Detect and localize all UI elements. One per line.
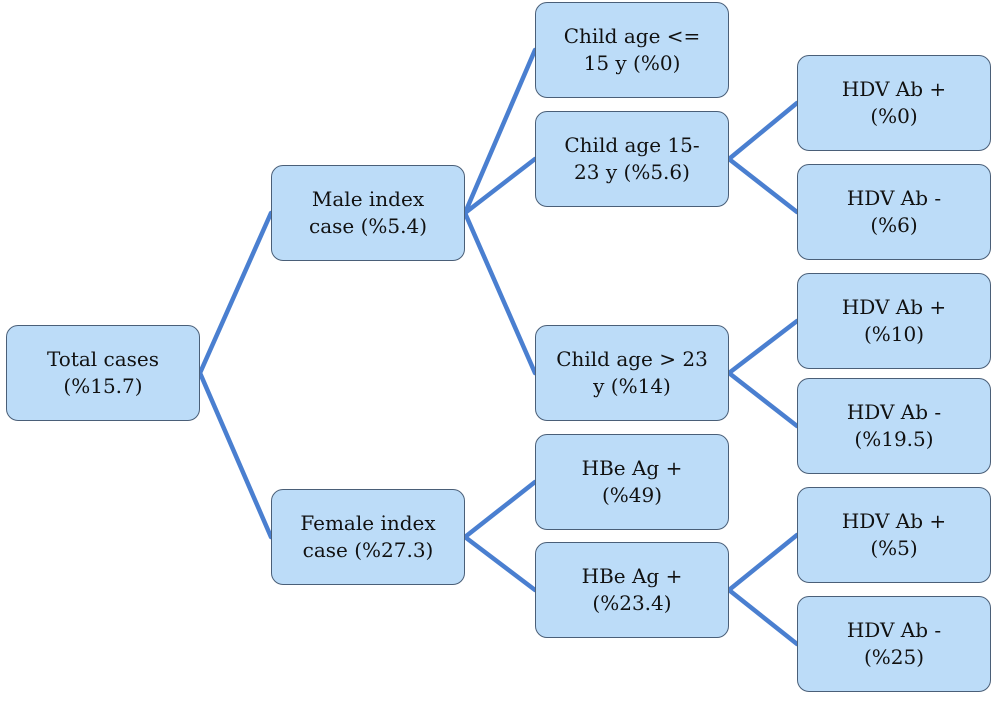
node-label-line2: (%6) <box>870 213 918 237</box>
node-label-line2: y (%14) <box>593 374 671 398</box>
node-label-line2: 23 y (%5.6) <box>574 160 690 184</box>
node-male-index-case: Male index case (%5.4) <box>271 165 465 261</box>
node-label-line1: HDV Ab + <box>841 509 947 533</box>
node-label-line1: HBe Ag + <box>581 564 683 588</box>
connector-male-to-child_15_23 <box>462 156 538 216</box>
connector-hbeag_2-to-hdv_6 <box>726 587 800 647</box>
node-label-line2: case (%27.3) <box>302 538 434 562</box>
node-label-line1: HDV Ab - <box>846 618 942 642</box>
node-child-age-le-15: Child age <= 15 y (%0) <box>535 2 729 98</box>
node-hdv-ab-positive-1: HDV Ab + (%0) <box>797 55 991 151</box>
node-label-line2: (%49) <box>601 483 663 507</box>
node-label-line1: HDV Ab - <box>846 400 942 424</box>
node-label-line2: (%10) <box>863 322 925 346</box>
connector-child_15_23-to-hdv_1 <box>726 100 800 162</box>
connector-child_gt23-to-hdv_3 <box>726 318 800 376</box>
node-hdv-ab-positive-2: HDV Ab + (%10) <box>797 273 991 369</box>
node-label-line1: Total cases <box>46 347 160 371</box>
node-hbe-ag-positive-2: HBe Ag + (%23.4) <box>535 542 729 638</box>
connector-female-to-hbeag_2 <box>462 534 538 593</box>
node-label-line1: HBe Ag + <box>581 456 683 480</box>
node-label-line2: case (%5.4) <box>309 214 427 238</box>
node-label-line2: (%23.4) <box>592 591 672 615</box>
node-label-line2: (%25) <box>863 645 925 669</box>
connector-child_15_23-to-hdv_2 <box>726 156 800 215</box>
connector-child_gt23-to-hdv_4 <box>726 370 800 429</box>
node-label-line2: (%0) <box>870 104 918 128</box>
node-female-index-case: Female index case (%27.3) <box>271 489 465 585</box>
node-label-line1: HDV Ab + <box>841 77 947 101</box>
node-total-cases: Total cases (%15.7) <box>6 325 200 421</box>
node-label-line1: Child age 15- <box>564 133 700 157</box>
node-child-age-gt-23: Child age > 23 y (%14) <box>535 325 729 421</box>
node-hdv-ab-negative-1: HDV Ab - (%6) <box>797 164 991 260</box>
connector-male-to-child_le15 <box>462 47 538 216</box>
connector-total-to-female <box>197 370 274 540</box>
node-label-line1: Child age > 23 <box>556 347 708 371</box>
connector-female-to-hbeag_1 <box>462 479 538 540</box>
connector-hbeag_2-to-hdv_5 <box>726 532 800 593</box>
node-label-line1: HDV Ab - <box>846 186 942 210</box>
node-label-line2: (%5) <box>870 536 918 560</box>
node-child-age-15-23: Child age 15- 23 y (%5.6) <box>535 111 729 207</box>
node-label-line1: Child age <= <box>563 24 701 48</box>
connector-total-to-male <box>197 210 274 376</box>
node-label-line1: Female index <box>300 511 436 535</box>
node-label-line1: Male index <box>311 187 425 211</box>
node-label-line1: HDV Ab + <box>841 295 947 319</box>
node-label-line2: (%15.7) <box>63 374 143 398</box>
node-hbe-ag-positive-1: HBe Ag + (%49) <box>535 434 729 530</box>
node-hdv-ab-negative-3: HDV Ab - (%25) <box>797 596 991 692</box>
node-label-line2: (%19.5) <box>854 427 934 451</box>
node-hdv-ab-positive-3: HDV Ab + (%5) <box>797 487 991 583</box>
node-label-line2: 15 y (%0) <box>583 51 681 75</box>
connector-male-to-child_gt23 <box>462 210 538 376</box>
node-hdv-ab-negative-2: HDV Ab - (%19.5) <box>797 378 991 474</box>
